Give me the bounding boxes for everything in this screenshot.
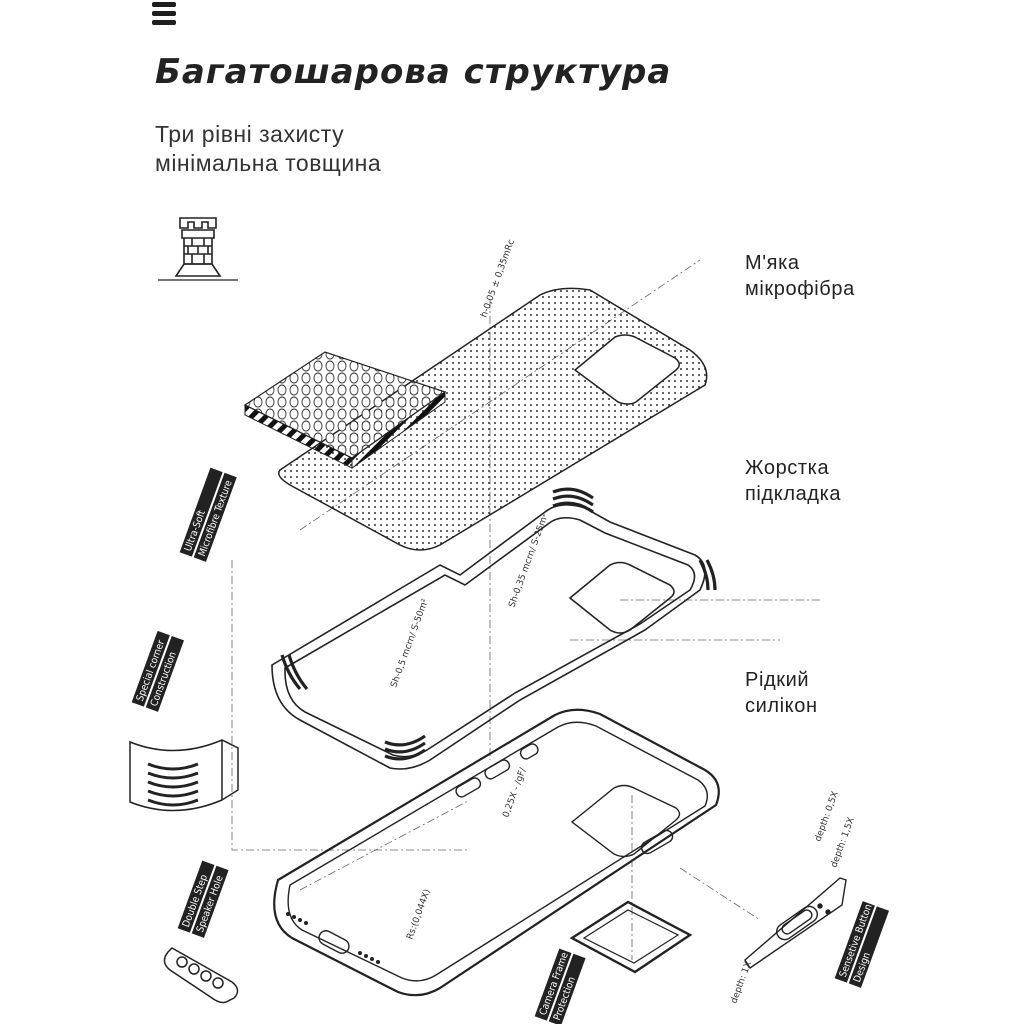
page-title: Багатошарова структура (155, 52, 672, 92)
camera-frame-detail (569, 900, 693, 974)
tag-speaker-hole: Double Step Speaker Hole (177, 860, 229, 938)
castle-tower-icon (158, 217, 238, 281)
tag-special-corner: Special corner Construction (131, 630, 184, 712)
tag-button-design: Sensetive Button Design (834, 901, 890, 988)
dim-shell-mid: Sh-0,5 mcrn/ S-50m² (389, 597, 431, 689)
tag-camera-frame: Camera Frame Protection (534, 948, 586, 1024)
layer-label-silicone-line-1: Рідкий (745, 669, 810, 691)
dim-base: Rs:(0,044X) (405, 888, 433, 941)
tag-microfibre-texture: Ultra-Soft Microfibre Texture (179, 467, 237, 562)
dim-depth-b: depth: 1,5X (829, 816, 856, 869)
layer-label-microfibre: М'яка мікрофібра (745, 250, 855, 302)
layer-label-hard-shell: Жорстка підкладка (745, 455, 841, 507)
dim-microfibre: h-0,05 ± 0,35mRc (479, 238, 517, 319)
layer-label-hard-shell-line-2: підкладка (745, 483, 842, 505)
dim-depth-a: depth: 0,5X (813, 790, 840, 843)
layer-label-microfibre-line-2: мікрофібра (745, 278, 855, 300)
dim-silicone: 0,25X - /gF/ (501, 766, 529, 819)
subtitle-line-2: мінімальна товщина (155, 150, 382, 176)
dim-shell-top: Sh-0,35 mcrn/ S-25m² (507, 512, 550, 609)
layer-label-silicone-line-2: силікон (745, 695, 818, 717)
subtitle: Три рівні захисту мінімальна товщина (155, 120, 381, 178)
silicone-base-layer (273, 708, 720, 997)
hard-shell-layer (271, 487, 717, 770)
speaker-hole-detail (163, 947, 239, 1004)
microfibre-layer (278, 287, 708, 551)
layer-label-hard-shell-line-1: Жорстка (745, 457, 830, 479)
hamburger-menu-icon[interactable] (152, 2, 178, 26)
layer-label-silicone: Рідкий силікон (745, 667, 818, 719)
corner-construction-detail (129, 739, 239, 812)
button-detail (744, 877, 847, 969)
subtitle-line-1: Три рівні захисту (155, 121, 345, 147)
dim-depth-c: depth: 1X (729, 960, 753, 1005)
layer-label-microfibre-line-1: М'яка (745, 252, 800, 274)
microfibre-texture-detail (243, 351, 447, 469)
